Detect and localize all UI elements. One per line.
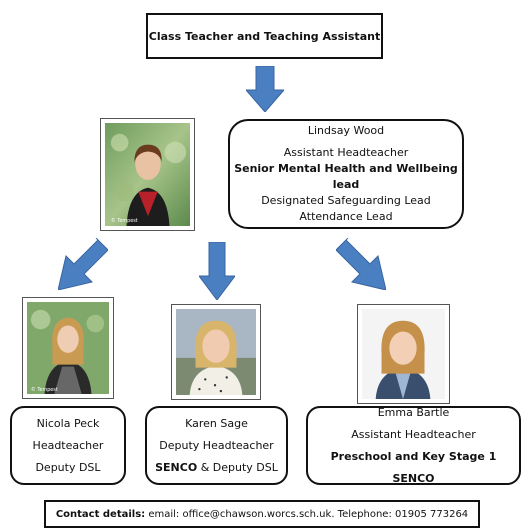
- karen-name: Karen Sage: [185, 416, 248, 430]
- photo-karen-sage: [171, 304, 261, 400]
- lindsay-role-1: Assistant Headteacher: [283, 146, 409, 159]
- karen-role-2-rest: & Deputy DSL: [197, 460, 278, 474]
- karen-role-2: SENCO & Deputy DSL: [155, 457, 278, 479]
- emma-role-1: Assistant Headteacher: [351, 427, 476, 441]
- photo-emma-bartle: [357, 304, 450, 404]
- contact-label: Contact details:: [55, 508, 146, 520]
- lindsay-role-2: Senior Mental Health and Wellbeing lead: [234, 162, 458, 191]
- photo-lindsay-wood: © Tempest: [100, 118, 195, 231]
- emma-name: Emma Bartle: [377, 405, 450, 419]
- photo-watermark: © Tempest: [111, 217, 138, 224]
- photo-nicola-peck: © Tempest: [22, 297, 114, 399]
- contact-details-box: Contact details: email: office@chawson.w…: [44, 500, 480, 528]
- arrow-down-icon-middle: [199, 242, 235, 300]
- karen-sage-card: Karen Sage Deputy Headteacher SENCO & De…: [145, 406, 288, 485]
- lindsay-name: Lindsay Wood: [307, 124, 385, 137]
- arrow-down-left-icon: [58, 238, 108, 290]
- lindsay-role-4: Attendance Lead: [299, 210, 393, 223]
- nicola-peck-card: Nicola Peck Headteacher Deputy DSL: [10, 406, 126, 485]
- emma-role-2: Preschool and Key Stage 1 SENCO: [330, 449, 497, 485]
- title-text: Class Teacher and Teaching Assistant: [148, 29, 381, 43]
- photo-watermark: © Tempest: [31, 386, 58, 393]
- nicola-name: Nicola Peck: [36, 416, 100, 430]
- karen-role-1: Deputy Headteacher: [159, 438, 274, 452]
- lindsay-role-3: Designated Safeguarding Lead: [261, 194, 431, 207]
- arrow-down-icon: [246, 66, 284, 112]
- arrow-down-right-icon: [336, 238, 386, 290]
- emma-bartle-card: Emma Bartle Assistant Headteacher Presch…: [306, 406, 521, 485]
- contact-text: email: office@chawson.worcs.sch.uk. Tele…: [145, 508, 469, 520]
- karen-role-2-bold: SENCO: [155, 460, 198, 474]
- nicola-role-1: Headteacher: [32, 438, 104, 452]
- nicola-role-2: Deputy DSL: [35, 460, 101, 474]
- lindsay-wood-card: Lindsay Wood Assistant Headteacher Senio…: [228, 119, 464, 229]
- title-box: Class Teacher and Teaching Assistant: [146, 13, 383, 59]
